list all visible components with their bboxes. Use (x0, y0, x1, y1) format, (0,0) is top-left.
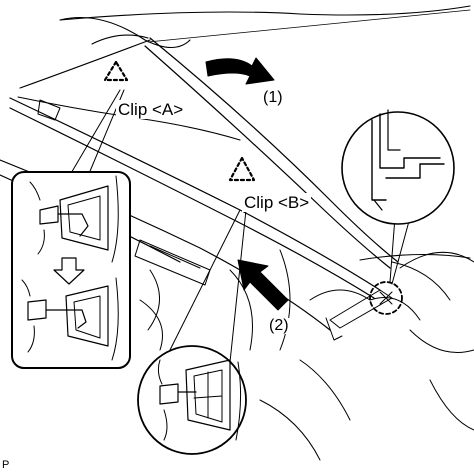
detail-circle-bottom (137, 345, 247, 455)
clip-b-label: Clip <B> (242, 193, 312, 212)
clip-a-marker (69, 60, 129, 177)
curved-arrow-icon (205, 57, 275, 85)
detail-box-left (11, 171, 131, 369)
clip-a-label: Clip <A> (116, 100, 186, 119)
step-2-label: (2) (268, 317, 290, 334)
corner-code-label: P (2, 459, 10, 471)
clip-location-circle (369, 281, 403, 315)
clip-b-marker (164, 156, 256, 363)
straight-arrow-icon (237, 259, 289, 311)
body-details (37, 99, 474, 461)
detail-circle-top (341, 109, 455, 285)
windshield-outline (17, 5, 471, 141)
step-1-label: (1) (262, 89, 284, 106)
